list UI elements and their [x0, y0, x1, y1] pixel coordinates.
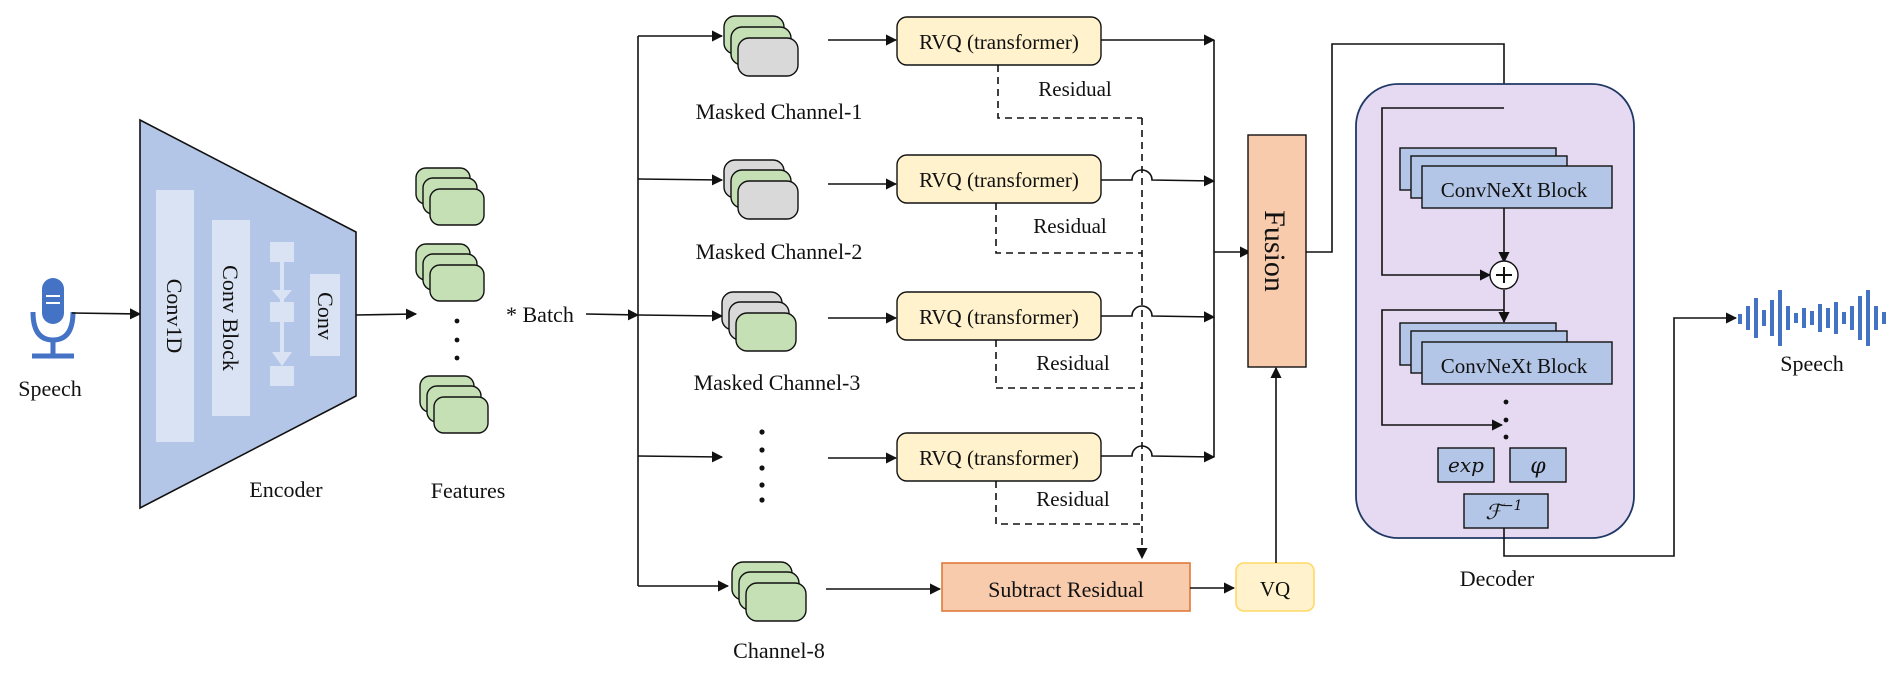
channel-8-label: Channel-8 [733, 638, 825, 663]
masked-channel-3-label: Masked Channel-3 [694, 370, 861, 395]
encoder-to-features-arrow [355, 308, 418, 320]
masked-channel-1-label: Masked Channel-1 [696, 99, 863, 124]
microphone-icon [30, 278, 76, 359]
features-label: Features [431, 478, 506, 503]
conv-layer [310, 274, 340, 356]
decoder-to-speech-path [1503, 312, 1738, 557]
add-node-icon [1489, 260, 1519, 290]
channel-8-stack [731, 561, 807, 622]
rvq-label-2: RVQ (transformer) [919, 168, 1079, 192]
conv1d-layer [156, 190, 194, 442]
speech-output-label: Speech [1780, 351, 1844, 376]
exp-box [1437, 447, 1495, 483]
convnext-block-1 [1399, 147, 1613, 209]
batch-to-splitter-line [585, 309, 640, 321]
subtract-residual-box: Subtract Residual [941, 562, 1191, 612]
residual-label-2: Residual [1033, 214, 1107, 238]
rvq-label-1: RVQ (transformer) [919, 30, 1079, 54]
residual-label-4: Residual [1036, 487, 1110, 511]
conv-label: Conv [313, 292, 338, 340]
residual-label-1: Residual [1038, 77, 1112, 101]
masked-channel-2-label: Masked Channel-2 [696, 239, 863, 264]
conv-layer-mini-stack [270, 242, 294, 386]
masked-channel-2-stack [723, 159, 799, 220]
rvq-box-2: RVQ (transformer) [896, 154, 1102, 204]
encoder-label: Encoder [249, 477, 323, 502]
rvq-box-1: RVQ (transformer) [896, 16, 1102, 66]
speech-input-label: Speech [18, 376, 82, 401]
residual-dashed-paths [995, 65, 1148, 560]
features-ellipsis [454, 318, 460, 361]
fusion-to-decoder-path [1306, 43, 1510, 253]
waveform-icon [1738, 290, 1886, 346]
vq-box: VQ [1235, 562, 1315, 612]
conv-block-label: Conv Block [218, 265, 243, 371]
batch-label: * Batch [506, 302, 574, 327]
conv1d-label: Conv1D [162, 279, 187, 354]
decoder-skip-paths [1381, 107, 1510, 431]
rvq-box-4: RVQ (transformer) [896, 432, 1102, 482]
rvq-label-3: RVQ (transformer) [919, 305, 1079, 329]
convnext-block-2-label: ConvNeXt Block [1441, 354, 1588, 378]
decoder-ellipsis [1503, 399, 1509, 440]
mic-to-encoder-arrow [71, 308, 142, 320]
channel-ellipsis [759, 429, 765, 503]
inverse-fourier-label: ℱ−1 [1485, 498, 1522, 524]
fusion-box: Fusion [1247, 134, 1307, 368]
phi-label: φ [1530, 454, 1546, 479]
inverse-fourier-box [1463, 493, 1549, 529]
convnext-block-2 [1399, 322, 1613, 385]
rvq-label-4: RVQ (transformer) [919, 446, 1079, 470]
channel-splitter [637, 30, 730, 592]
conv-block-layer [212, 220, 250, 416]
inverse-fourier-sup: −1 [1502, 498, 1523, 514]
phi-box [1509, 447, 1567, 483]
decoder-block: ConvNeXt Block ConvNeXt Block exp φ ℱ−1 [1355, 83, 1635, 539]
residual-label-3: Residual [1036, 351, 1110, 375]
fusion-label: Fusion [1258, 210, 1291, 292]
convnext-block-1-label: ConvNeXt Block [1441, 178, 1588, 202]
inverse-fourier-base: ℱ [1485, 500, 1505, 524]
exp-label: exp [1448, 453, 1484, 477]
decoder-label: Decoder [1460, 566, 1535, 591]
masked-channel-3-stack [721, 291, 797, 352]
channel-to-rvq-arrows [826, 34, 942, 595]
masked-channel-1-stack [723, 15, 799, 77]
features-stack [415, 167, 489, 434]
vq-label: VQ [1260, 577, 1290, 601]
subtract-residual-label: Subtract Residual [988, 577, 1144, 602]
rvq-to-fusion-paths [1101, 34, 1252, 463]
encoder-block: Conv1D Conv Block Conv [139, 118, 357, 510]
rvq-box-3: RVQ (transformer) [896, 291, 1102, 341]
